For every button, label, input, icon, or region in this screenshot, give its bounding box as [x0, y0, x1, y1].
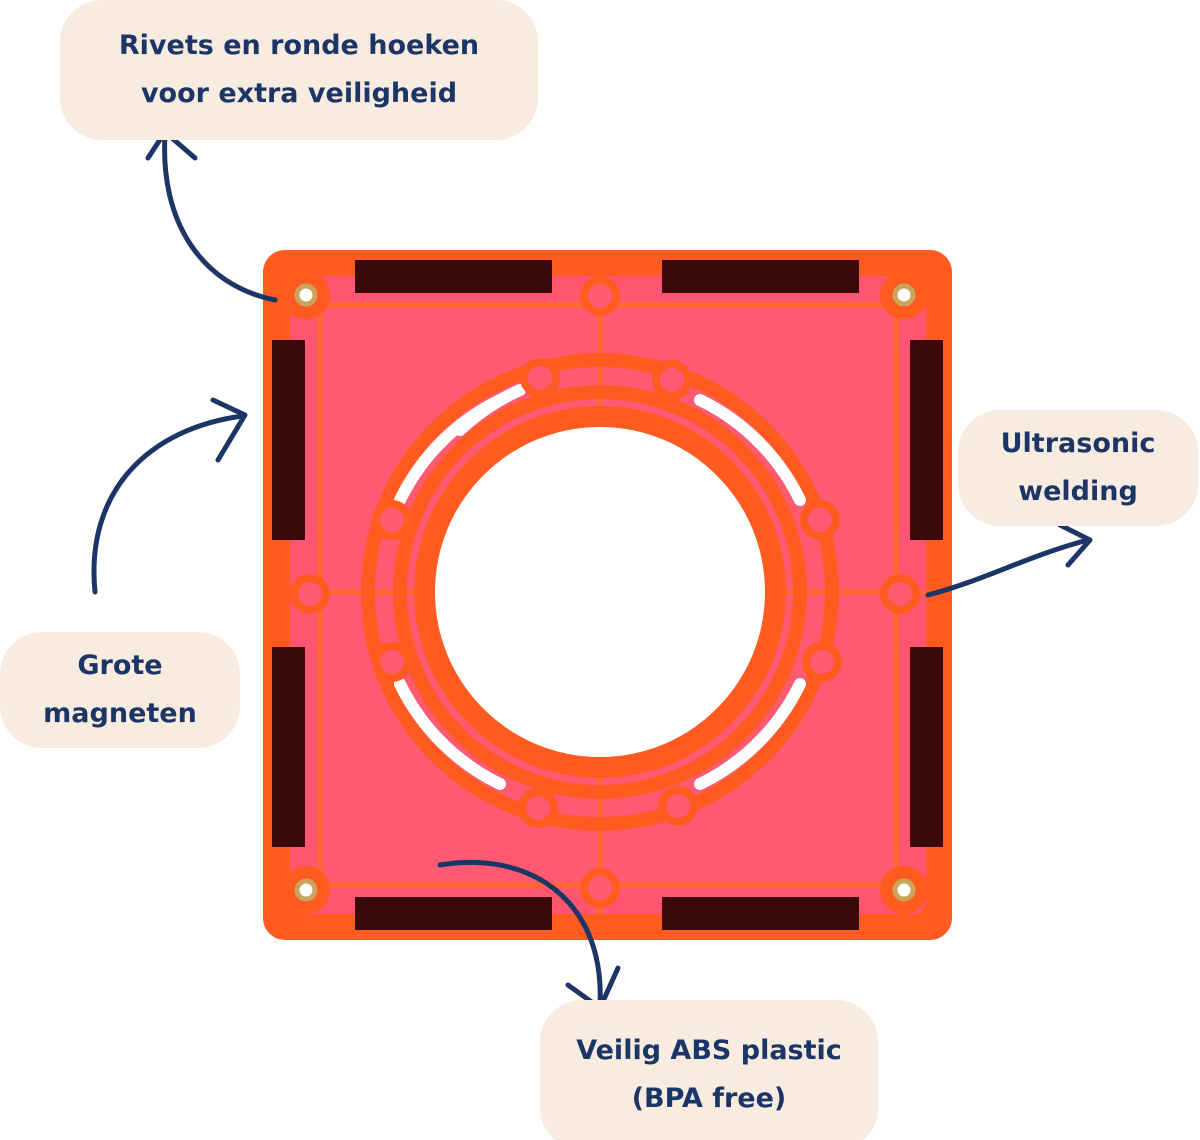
callout-magnets-line1: Grote	[77, 650, 163, 681]
arrow-to-rivets	[145, 129, 278, 303]
callout-rivets-line2: voor extra veiligheid	[140, 78, 458, 109]
arrow-to-magnets	[91, 397, 248, 595]
callout-plastic-line1: Veilig ABS plastic	[576, 1035, 842, 1066]
arrow-to-welding	[925, 522, 1093, 598]
magnetic-tile	[263, 250, 952, 940]
callout-rivets-line1: Rivets en ronde hoeken	[118, 30, 480, 61]
magnets	[272, 260, 943, 930]
callout-welding: Ultrasonic welding	[958, 410, 1198, 526]
rivets	[282, 271, 928, 914]
callout-plastic: Veilig ABS plastic (BPA free)	[540, 1000, 878, 1140]
callout-rivets: Rivets en ronde hoeken voor extra veilig…	[60, 0, 538, 140]
callout-welding-line2: welding	[1018, 476, 1138, 507]
callout-welding-line1: Ultrasonic	[1000, 428, 1156, 459]
callout-magnets: Grote magneten	[0, 632, 240, 748]
callout-plastic-line2: (BPA free)	[631, 1083, 787, 1114]
callout-magnets-line2: magneten	[43, 698, 197, 729]
